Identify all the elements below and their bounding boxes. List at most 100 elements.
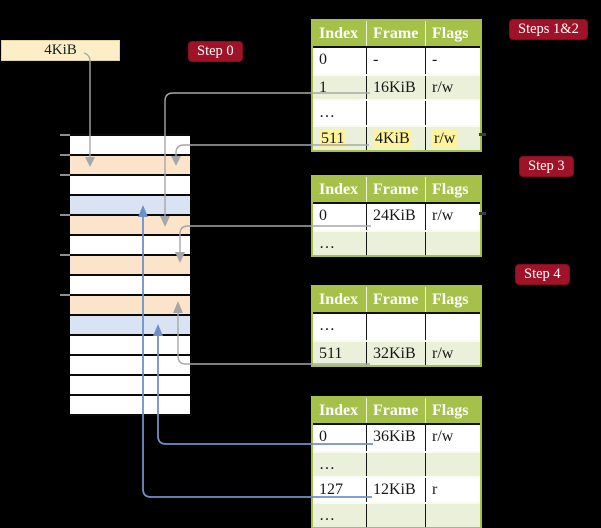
- table-cell: -: [432, 51, 438, 68]
- memory-row-white: [70, 356, 190, 376]
- table-cell: r/w: [432, 428, 454, 445]
- table-cell: [426, 101, 480, 125]
- table-cell: -: [367, 48, 426, 74]
- step-3-label: Step 3: [519, 156, 574, 177]
- table-cell: [426, 314, 480, 340]
- table-cell: 32KiB: [367, 341, 426, 365]
- memory-row-orange: [70, 296, 190, 316]
- memory-row-orange: [70, 256, 190, 276]
- table-cell: …: [313, 452, 367, 476]
- table-cell: …: [313, 231, 367, 255]
- column-header: Frame: [367, 398, 426, 423]
- memory-row-white: [70, 236, 190, 256]
- table-cell: 16KiB: [367, 75, 426, 99]
- memory-boundary-tick: [60, 174, 70, 176]
- column-header: Flags: [432, 402, 469, 419]
- table-cell: r/w: [426, 127, 480, 151]
- memory-row-white: [70, 376, 190, 396]
- highlighted-value: 4KiB: [373, 129, 412, 147]
- memory-row-orange: [70, 156, 190, 176]
- table-cell: r: [432, 481, 438, 498]
- frame-address-box: 4KiB: [1, 40, 120, 61]
- column-header: Frame: [367, 287, 426, 312]
- table-cell: r/w: [432, 344, 454, 362]
- table-cell: 4KiB: [367, 126, 426, 150]
- table-cell: 0: [313, 48, 367, 74]
- column-header: Index: [313, 287, 367, 312]
- table-cell: 1: [313, 75, 367, 99]
- table-cell: [367, 101, 426, 125]
- memory-row-white: [70, 136, 190, 156]
- column-header: Frame: [367, 21, 426, 46]
- table-cell: r/w: [432, 78, 454, 96]
- table-cell: …: [313, 314, 367, 340]
- table-cell: 36KiB: [367, 425, 426, 451]
- column-header: Flags: [432, 291, 469, 308]
- highlighted-value: 511: [319, 129, 347, 147]
- memory-row-blue: [70, 196, 190, 216]
- table-row: 511 4KiB r/w: [313, 124, 480, 151]
- table-cell: 24KiB: [367, 204, 426, 230]
- step-0-label: Step 0: [188, 41, 243, 62]
- table-row: …: [313, 314, 480, 340]
- column-header: Flags: [432, 181, 469, 198]
- memory-boundary-tick: [60, 294, 70, 296]
- column-header: Index: [313, 398, 367, 423]
- table-cell: 127: [313, 478, 367, 502]
- table-cell: …: [313, 101, 367, 125]
- row-marker-dash: [479, 212, 486, 215]
- table-cell: r/w: [432, 207, 454, 224]
- frame-address-label: 4KiB: [44, 42, 77, 58]
- table-cell: [367, 503, 426, 527]
- memory-row-white: [70, 396, 190, 416]
- step-4-label: Step 4: [515, 264, 570, 285]
- physical-memory-column: [70, 134, 190, 416]
- table-cell: [426, 232, 480, 256]
- table-cell: …: [313, 503, 367, 527]
- memory-boundary-tick: [60, 214, 70, 216]
- column-header: Index: [313, 21, 367, 46]
- table-row: …: [313, 229, 480, 256]
- memory-row-white: [70, 336, 190, 356]
- table-cell: 12KiB: [367, 478, 426, 502]
- table-cell: [367, 231, 426, 255]
- memory-boundary-tick: [60, 154, 70, 156]
- table-row: …: [313, 450, 480, 477]
- steps-1-2-label: Steps 1&2: [509, 19, 588, 40]
- memory-boundary-tick: [60, 134, 70, 136]
- table-cell: [426, 453, 480, 477]
- highlighted-value: r/w: [432, 129, 458, 147]
- memory-row-blue: [70, 316, 190, 336]
- table-cell: 511: [313, 126, 367, 150]
- table-cell: 511: [313, 341, 367, 365]
- table-row: …: [313, 501, 480, 528]
- column-header: Flags: [432, 25, 469, 42]
- memory-row-white: [70, 176, 190, 196]
- column-header: Frame: [367, 177, 426, 202]
- table-cell: 0: [313, 204, 367, 230]
- table-row: …: [313, 99, 480, 125]
- row-marker-dash: [479, 133, 486, 136]
- table-row: 0--: [313, 48, 480, 74]
- table-cell: 0: [313, 425, 367, 451]
- table-cell: [426, 504, 480, 528]
- table-cell: [367, 452, 426, 476]
- memory-row-orange: [70, 216, 190, 236]
- column-header: Index: [313, 177, 367, 202]
- memory-row-white: [70, 276, 190, 296]
- memory-boundary-tick: [60, 254, 70, 256]
